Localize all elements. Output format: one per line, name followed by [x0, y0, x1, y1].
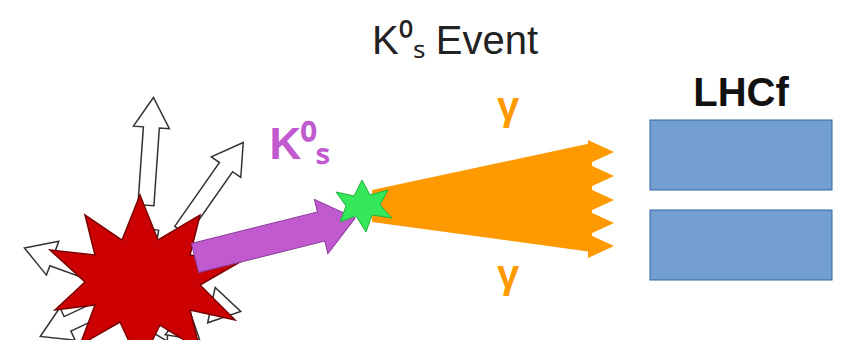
diagram-title: K⁰ₛ Event — [372, 18, 538, 62]
photon-label: γ — [497, 252, 519, 296]
detector-name: LHCf — [693, 70, 789, 114]
detector-tower — [650, 120, 832, 190]
detector-tower — [650, 210, 832, 280]
photon-label: γ — [497, 84, 519, 128]
kaon-arrow — [188, 191, 362, 285]
particle-label: K⁰ₛ — [270, 120, 331, 168]
photon-fan — [372, 140, 614, 258]
decay-star — [336, 180, 392, 232]
